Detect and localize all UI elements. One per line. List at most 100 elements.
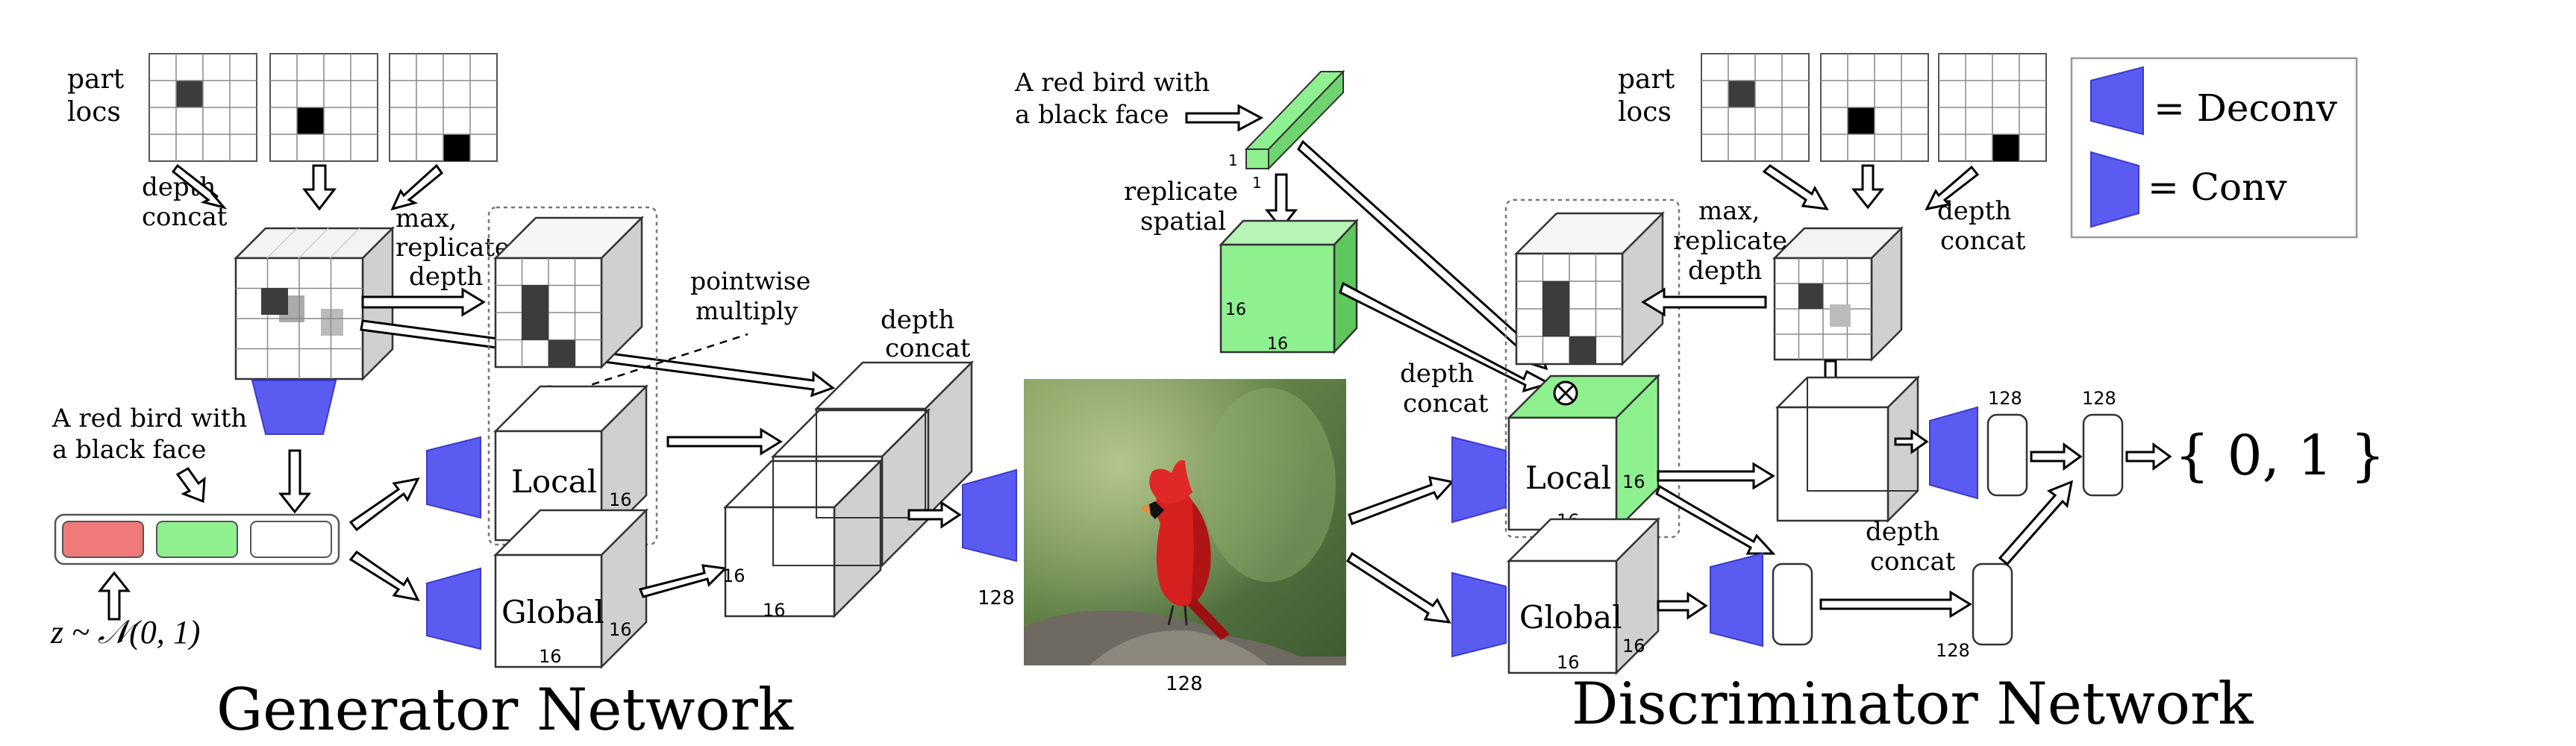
gen-arrow-grid2	[301, 164, 337, 211]
disc-depth-concat-right: depth	[1937, 196, 2011, 226]
gen-local-dim-a: 16	[609, 489, 632, 510]
gen-max-depth-cube	[493, 215, 645, 370]
gen-concat-cube	[722, 360, 975, 619]
gen-arrow-vector-global	[348, 550, 420, 602]
gen-pointwise-label: pointwise	[690, 266, 810, 295]
gen-concat-dim-b: 16	[763, 600, 786, 621]
disc-title: Discriminator Network	[1572, 671, 2254, 738]
disc-text-dim-a: 1	[1228, 151, 1238, 169]
disc-global-out-box	[1972, 562, 2013, 646]
gen-part-locs-label: part	[67, 64, 125, 95]
disc-global-out-dim: 128	[1936, 640, 1970, 661]
gen-local-deconv	[426, 436, 481, 519]
legend-deconv-label: = Deconv	[2154, 87, 2338, 130]
disc-local-conv	[1451, 436, 1507, 524]
gen-arrow-noise	[97, 571, 131, 621]
disc-global-dim-b: 16	[1557, 652, 1580, 673]
gen-deconv-trapezoid	[251, 380, 337, 435]
legend-deconv-icon	[2090, 66, 2144, 136]
disc-global-label: Global	[1519, 599, 1622, 636]
gen-max-label-2: replicate	[396, 233, 510, 263]
gen-depth-concat-2b: concat	[885, 333, 971, 363]
disc-part-stack-cube	[1772, 225, 1904, 363]
gen-arrow-max	[361, 287, 486, 317]
gen-text-input-2: a black face	[52, 435, 206, 465]
gen-vector-noise-segment	[62, 521, 144, 558]
gen-arrow-vector-local	[348, 477, 420, 532]
disc-max-label: max,	[1698, 196, 1760, 226]
disc-local-label: Local	[1525, 460, 1611, 496]
disc-text-cube-dim-b: 16	[1267, 335, 1288, 354]
gen-local-label: Local	[511, 463, 597, 500]
image-size-label: 128	[1166, 673, 1203, 695]
disc-part-locs-label-2: locs	[1618, 97, 1672, 128]
gen-title: Generator Network	[216, 677, 794, 744]
disc-text-input: A red bird with	[1014, 68, 1210, 98]
disc-arrow-max	[1641, 287, 1767, 317]
gen-part-grid-3	[389, 53, 498, 162]
gen-depth-concat-label-2: concat	[142, 202, 228, 232]
gen-pointwise-label-2: multiply	[695, 296, 798, 325]
disc-text-cube	[1219, 218, 1359, 355]
disc-replicate-label: replicate	[1124, 177, 1238, 207]
gen-arrow-grid3	[390, 163, 444, 211]
disc-merge-box	[2082, 413, 2124, 497]
disc-text-dim-b: 1	[1252, 174, 1262, 192]
disc-text-cube-dim-a: 16	[1225, 301, 1246, 319]
disc-arrow-global-conv	[1657, 592, 1708, 620]
gen-vector-text-segment	[156, 521, 238, 558]
gen-global-deconv	[426, 567, 481, 651]
gen-part-grid-2	[269, 53, 378, 162]
disc-depth-concat-right-2: concat	[1940, 226, 2026, 256]
gen-arrow-global-concat	[638, 564, 728, 598]
gen-concat-dim-a: 16	[722, 565, 745, 586]
gen-global-dim-b: 16	[539, 646, 562, 667]
disc-part-grid-2	[1820, 53, 1929, 162]
gen-arrow-concat-deconv	[907, 501, 962, 529]
disc-arrow-image-global	[1345, 551, 1451, 624]
disc-arrow-replicate	[1264, 173, 1298, 231]
disc-text-input-2: a black face	[1015, 100, 1169, 130]
disc-depth-concat-bottom-2: concat	[1870, 547, 1956, 577]
disc-arrow-global-merge	[1998, 480, 2073, 566]
disc-arrow-concat-conv	[1894, 429, 1929, 454]
generated-bird-image	[1024, 379, 1346, 665]
disc-arrow-local-down	[1655, 484, 1776, 555]
disc-part-grid-1	[1701, 53, 1810, 162]
disc-arrow-global-feature	[1819, 590, 1972, 618]
disc-depth-concat-left: depth	[1400, 359, 1474, 389]
disc-arrow-output	[2125, 442, 2172, 471]
gen-arrow-text-vector	[175, 467, 206, 504]
gen-global-cube	[493, 507, 649, 670]
disc-global-conv-2	[1710, 552, 1763, 648]
disc-arrow-grid3	[1925, 165, 1980, 211]
disc-arrow-local-concat	[1657, 462, 1775, 490]
disc-local-feature-box	[1986, 413, 2028, 497]
disc-local-conv-2	[1929, 406, 1978, 500]
disc-local-cube	[1506, 373, 1661, 533]
disc-depth-concat-bottom: depth	[1866, 517, 1939, 547]
disc-max-label-2: replicate	[1673, 226, 1787, 256]
gen-output-size-label: 128	[978, 587, 1015, 609]
gen-max-label: max,	[396, 204, 457, 233]
disc-part-locs-label: part	[1618, 64, 1675, 95]
disc-max-depth-cube	[1513, 210, 1666, 367]
disc-merge-dim: 128	[2082, 388, 2116, 409]
disc-part-grid-3	[1938, 53, 2047, 162]
disc-arrow-text	[1185, 104, 1264, 132]
gen-depth-concat-2: depth	[881, 305, 954, 335]
disc-local-feature-dim: 128	[1988, 388, 2022, 409]
disc-arrow-local-merge	[2030, 442, 2083, 471]
gen-part-locs-label-2: locs	[67, 97, 121, 128]
disc-arrow-grid2	[1851, 164, 1885, 210]
gen-global-label: Global	[501, 594, 604, 630]
legend-conv-label: = Conv	[2148, 166, 2287, 209]
gen-arrow-deconv-vector	[278, 449, 312, 514]
disc-max-label-3: depth	[1688, 256, 1762, 286]
disc-global-cube	[1506, 516, 1661, 676]
disc-concat-cube	[1775, 374, 1921, 524]
gen-final-deconv	[962, 468, 1017, 562]
disc-arrow-cube-to-local	[1339, 281, 1552, 393]
gen-part-grid-1	[149, 53, 257, 162]
disc-global-feature-box	[1772, 562, 1813, 646]
